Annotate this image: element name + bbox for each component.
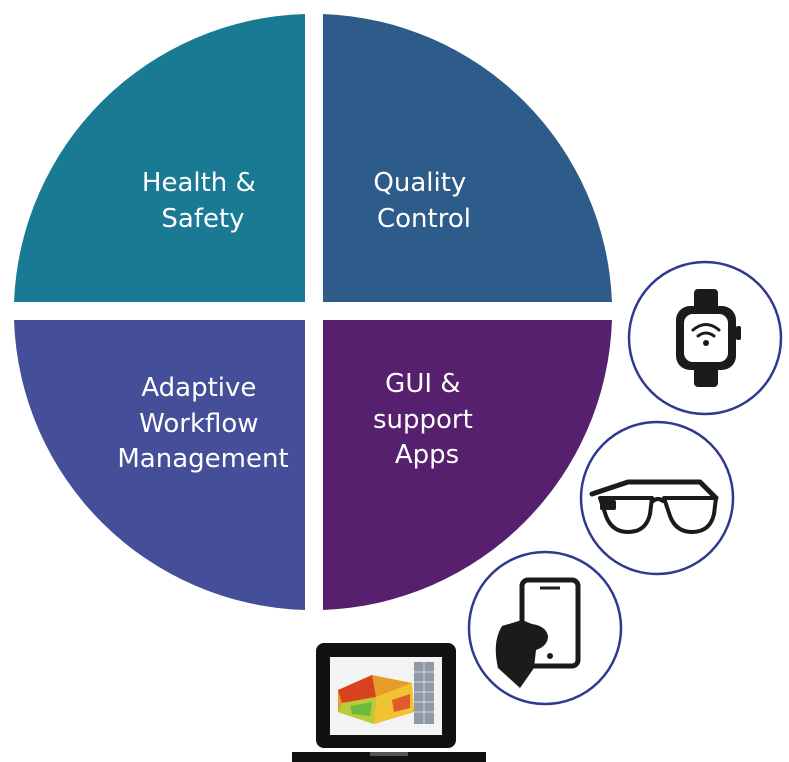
laptop-icon	[292, 643, 486, 762]
quadrant-gui-line-2: support	[373, 405, 473, 435]
quadrant-health-safety-line-2: Safety	[161, 204, 244, 234]
quadrant-adaptive-workflow-line-2: Workflow	[139, 409, 258, 439]
quadrant-gui-line-3: Apps	[395, 440, 459, 470]
svg-text:Quality Control: Quality Control	[373, 168, 474, 234]
quadrant-quality-control: Quality Control	[323, 14, 612, 302]
quadrant-gui-support-apps-shape	[323, 320, 612, 610]
quadrant-adaptive-workflow-line-3: Management	[117, 444, 288, 474]
quadrant-health-safety-shape	[14, 14, 305, 302]
svg-text:Adaptive Workflow: Adaptive Workflow Management	[117, 373, 288, 474]
device-smartwatch	[627, 260, 783, 416]
device-laptop	[292, 643, 486, 762]
quadrant-gui-support-apps: GUI & support Apps	[323, 320, 612, 610]
quadrant-quality-control-line-1: Quality	[373, 168, 466, 198]
bim-model-thumbnail	[338, 662, 434, 724]
quadrant-pie: Health & Safety Quality Control Adaptive…	[14, 14, 612, 610]
quadrant-quality-control-line-2: Control	[377, 204, 471, 234]
tablet-in-hand-icon	[495, 577, 581, 688]
device-tablet	[467, 550, 623, 706]
quadrant-adaptive-workflow-shape	[14, 320, 305, 610]
quadrant-health-safety: Health & Safety	[14, 14, 305, 302]
quadrant-adaptive-workflow: Adaptive Workflow Management	[14, 320, 305, 610]
smartwatch-icon	[676, 289, 741, 387]
smart-glasses-icon	[589, 479, 719, 534]
quadrant-health-safety-line-1: Health &	[142, 168, 256, 198]
device-smart-glasses	[579, 420, 735, 576]
quadrant-adaptive-workflow-line-1: Adaptive	[141, 373, 256, 403]
svg-text:GUI & support: GUI & support Apps	[373, 369, 481, 470]
quadrant-quality-control-shape	[323, 14, 612, 302]
svg-text:Health & Safety: Health & Safety	[142, 168, 264, 234]
quadrant-gui-line-1: GUI &	[385, 369, 460, 399]
